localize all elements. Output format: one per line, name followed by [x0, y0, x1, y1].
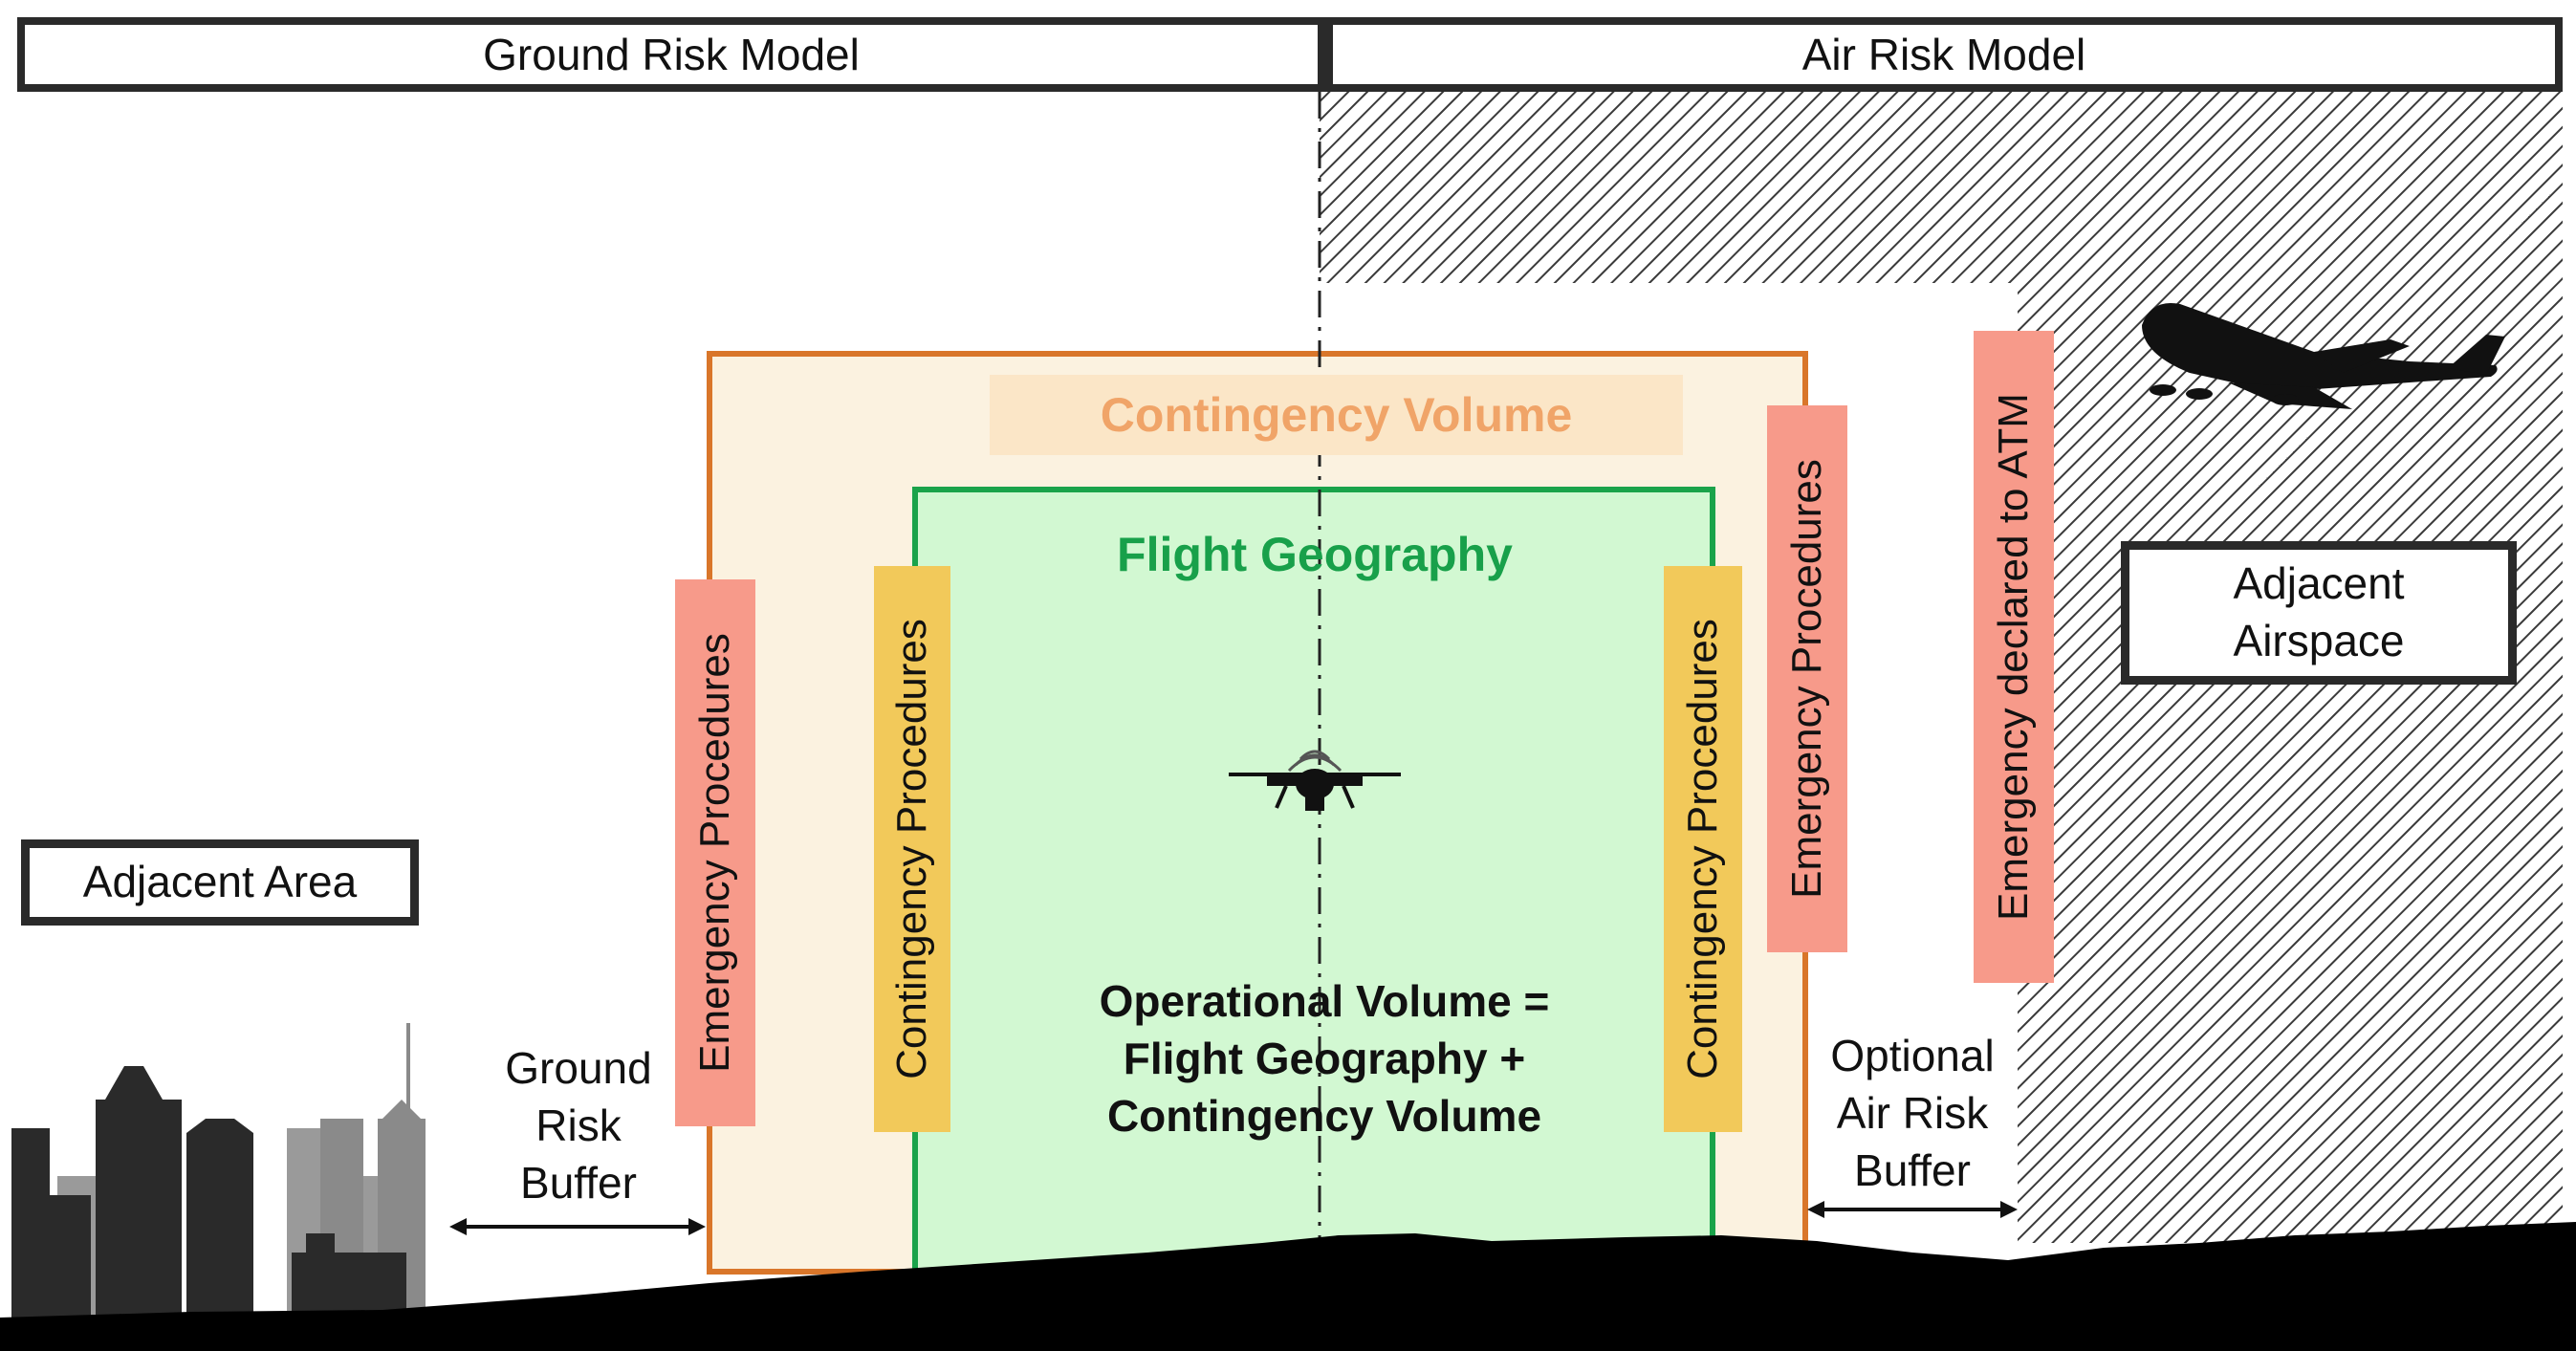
- emergency-procedures-left-label: Emergency Procedures: [691, 633, 739, 1073]
- air-buffer-arrow: [1807, 1201, 2018, 1218]
- ground-risk-buffer-line: Risk: [535, 1100, 622, 1150]
- ground-risk-buffer-text: Ground Risk Buffer: [459, 1040, 698, 1211]
- air-risk-buffer-line: Buffer: [1854, 1144, 1971, 1195]
- contingency-procedures-left: Contingency Procedures: [874, 566, 950, 1132]
- adjacent-area-label: Adjacent Area: [82, 857, 358, 907]
- drone-icon: [1229, 750, 1401, 811]
- adjacent-area-box: Adjacent Area: [21, 839, 419, 926]
- air-risk-buffer-line: Air Risk: [1836, 1087, 1989, 1138]
- air-risk-model-label: Air Risk Model: [1801, 30, 2086, 79]
- adjacent-airspace-line: Airspace: [2233, 616, 2405, 665]
- emergency-procedures-right: Emergency Procedures: [1767, 405, 1847, 952]
- contingency-procedures-left-label: Contingency Procedures: [888, 619, 935, 1079]
- flight-geography-title: Flight Geography: [1117, 528, 1513, 581]
- adjacent-airspace-line: Adjacent: [2233, 558, 2405, 609]
- airplane-icon: [2142, 302, 2505, 409]
- air-risk-buffer-line: Optional: [1830, 1031, 1995, 1080]
- air-risk-buffer-text: Optional Air Risk Buffer: [1798, 1028, 2027, 1199]
- ground-risk-model-label: Ground Risk Model: [483, 30, 860, 79]
- air-risk-model-header: Air Risk Model: [1325, 17, 2563, 92]
- operational-volume-line: Flight Geography +: [1123, 1033, 1526, 1083]
- ground-risk-model-header: Ground Risk Model: [17, 17, 1325, 92]
- city-skyline-icon: [11, 1023, 426, 1319]
- operational-volume-line: Operational Volume =: [1099, 976, 1550, 1026]
- operational-volume-text: Operational Volume = Flight Geography + …: [1014, 973, 1635, 1144]
- adjacent-airspace-box: Adjacent Airspace: [2121, 541, 2517, 685]
- contingency-procedures-right: Contingency Procedures: [1664, 566, 1742, 1132]
- emergency-declared-atm: Emergency declared to ATM: [1974, 331, 2054, 983]
- emergency-declared-atm-label: Emergency declared to ATM: [1990, 393, 2037, 921]
- emergency-procedures-right-label: Emergency Procedures: [1783, 459, 1831, 899]
- ground-risk-buffer-line: Ground: [505, 1043, 652, 1093]
- operational-volume-line: Contingency Volume: [1106, 1090, 1542, 1141]
- contingency-volume-title: Contingency Volume: [990, 375, 1683, 455]
- emergency-procedures-left: Emergency Procedures: [675, 579, 755, 1126]
- flight-geography-box: [912, 487, 1715, 1276]
- ground-buffer-arrow: [449, 1218, 706, 1235]
- ground-risk-buffer-line: Buffer: [520, 1157, 637, 1208]
- terrain-silhouette: [0, 1222, 2576, 1351]
- contingency-procedures-right-label: Contingency Procedures: [1679, 619, 1726, 1079]
